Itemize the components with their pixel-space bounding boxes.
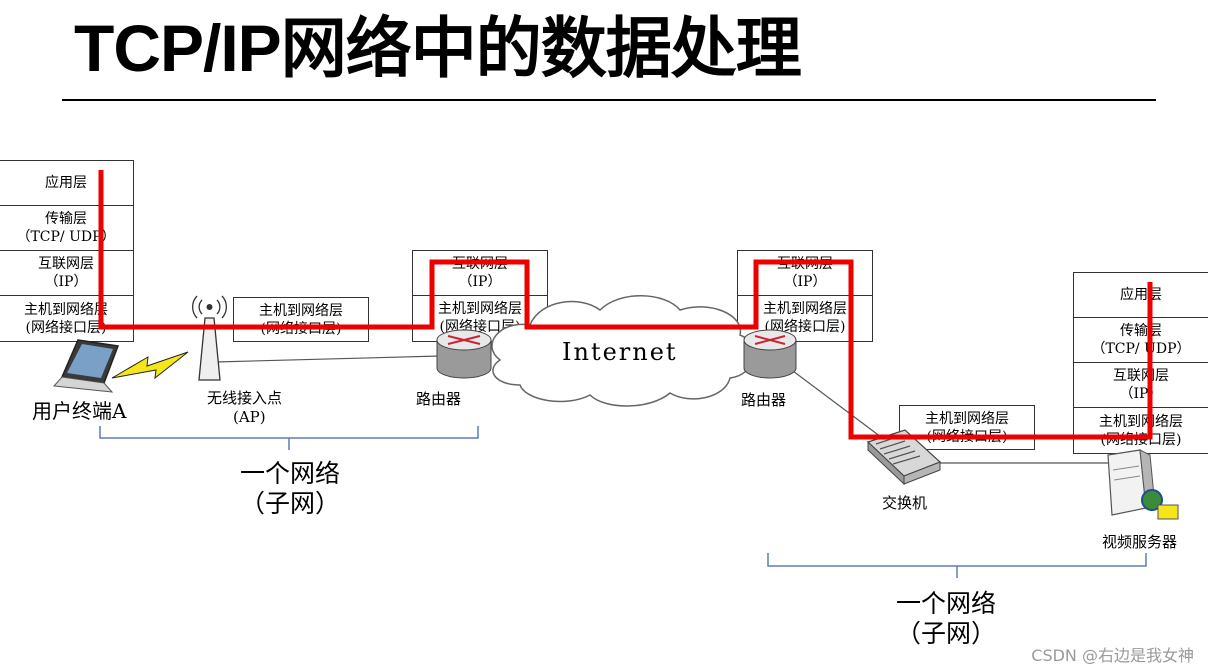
layer-name: 主机到网络层	[925, 410, 1009, 427]
layer-protocol: （IP）	[458, 274, 502, 290]
link-router-switch	[784, 364, 886, 441]
router-right-icon	[743, 329, 797, 379]
layer-name: 互联网层	[1113, 368, 1169, 384]
internet-label: Internet	[562, 338, 678, 366]
layer-name: 互联网层	[38, 256, 94, 272]
title-underline	[62, 99, 1156, 101]
subnet-right-brace	[767, 553, 1147, 578]
layer-protocol: （TCP/ UDP）	[1091, 341, 1191, 357]
stack-layer-link: 主机到网络层(网络接口层)	[0, 296, 133, 341]
layer-name: 主机到网络层	[24, 301, 108, 318]
layer-protocol: （TCP/ UDP）	[16, 229, 116, 245]
switch-icon	[866, 429, 942, 486]
user-terminal-label: 用户终端A	[32, 399, 127, 423]
ap-abbr-label: (AP)	[233, 408, 266, 426]
stack-layer-internet: 互联网层 （IP）	[0, 251, 133, 296]
router-right-label: 路由器	[741, 391, 787, 409]
subnet-caption-line: （子网）	[239, 489, 340, 518]
terminal-protocol-stack: 应用层 传输层 （TCP/ UDP） 互联网层 （IP） 主机到网络层(网络接口层)	[0, 160, 134, 342]
subnet-caption-line: （子网）	[895, 619, 996, 648]
layer-name: 主机到网络层	[259, 302, 343, 319]
layer-name: 传输层	[45, 211, 87, 227]
switch-label: 交换机	[882, 494, 928, 512]
subnet-right-caption: 一个网络 （子网）	[884, 589, 1008, 649]
wireless-ap-icon	[191, 295, 228, 381]
layer-protocol: (网络接口层)	[764, 319, 846, 335]
switch-link-layer-box: 主机到网络层 (网络接口层)	[899, 405, 1035, 450]
subnet-left-brace	[99, 426, 479, 450]
layer-protocol: （IP）	[44, 274, 88, 290]
page-title: TCP/IP网络中的数据处理	[74, 11, 802, 85]
layer-protocol: （IP）	[783, 274, 827, 290]
server-icon	[1107, 449, 1179, 520]
layer-protocol: (网络接口层)	[25, 319, 107, 336]
wireless-signal-icon	[111, 351, 189, 380]
subnet-caption-line: 一个网络	[239, 459, 340, 488]
link-ap-router	[214, 355, 441, 363]
layer-name: 主机到网络层	[1099, 413, 1183, 430]
layer-name: 主机到网络层	[763, 301, 847, 317]
subnet-left-caption: 一个网络 （子网）	[228, 459, 352, 519]
ap-label: 无线接入点	[207, 389, 283, 407]
layer-name: 应用层	[45, 175, 87, 191]
data-flow-path	[98, 170, 1153, 440]
server-protocol-stack: 应用层 传输层（TCP/ UDP） 互联网层（IP） 主机到网络层(网络接口层)	[1073, 272, 1208, 454]
server-label: 视频服务器	[1102, 533, 1178, 551]
stack-layer-link: 主机到网络层 (网络接口层)	[738, 296, 872, 340]
ap-link-layer-box: 主机到网络层 (网络接口层)	[233, 297, 369, 342]
layer-name: 主机到网络层	[438, 301, 522, 317]
subnet-caption-line: 一个网络	[895, 589, 996, 618]
stack-layer-application: 应用层	[0, 161, 133, 206]
router-left-icon	[436, 329, 492, 379]
stack-layer-transport: 传输层 （TCP/ UDP）	[0, 206, 133, 251]
watermark: CSDN @右边是我女神	[1031, 646, 1194, 665]
laptop-icon	[52, 339, 120, 393]
router-left-label: 路由器	[416, 390, 462, 408]
